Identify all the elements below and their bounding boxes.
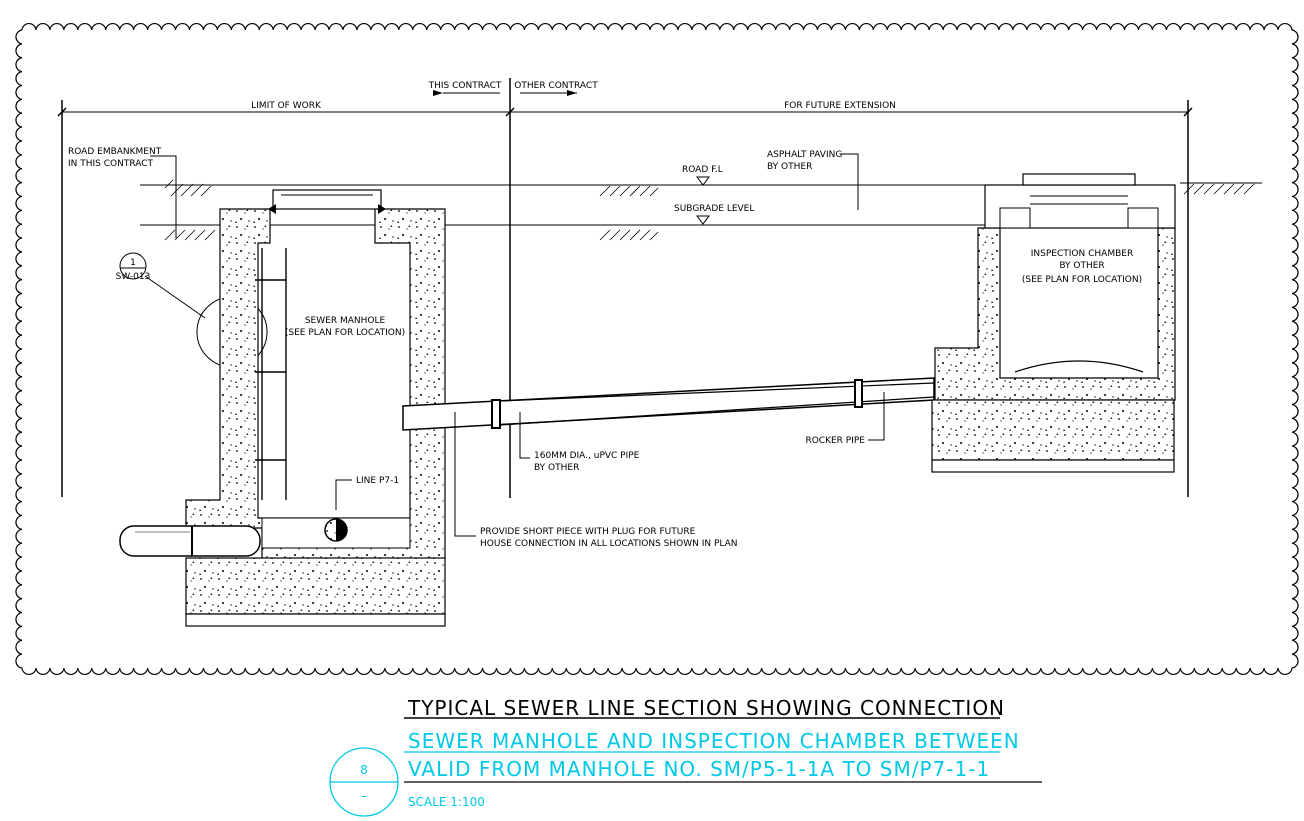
drawing-subtitle-2: VALID FROM MANHOLE NO. SM/P5-1-1A TO SM/… bbox=[408, 757, 990, 781]
connecting-pipe: 160MM DIA., uPVC PIPE BY OTHER ROCKER PI… bbox=[402, 377, 935, 549]
ground-levels: ROAD F.L SUBGRADE LEVEL ROAD EMBANKMENT … bbox=[68, 147, 1262, 241]
chamber-label-2: BY OTHER bbox=[1059, 261, 1104, 271]
detail-sheet: SW-013 bbox=[116, 272, 151, 282]
asphalt-label-2: BY OTHER bbox=[767, 162, 812, 172]
incoming-pipe bbox=[119, 525, 261, 557]
subgrade-level-label: SUBGRADE LEVEL bbox=[674, 204, 754, 214]
pipe-label-2: BY OTHER bbox=[534, 463, 579, 473]
road-embankment-label-2: IN THIS CONTRACT bbox=[68, 159, 154, 169]
scale-label: SCALE 1:100 bbox=[408, 795, 485, 809]
drawing-subtitle-1: SEWER MANHOLE AND INSPECTION CHAMBER BET… bbox=[408, 729, 1020, 753]
manhole-label-2: (SEE PLAN FOR LOCATION) bbox=[285, 328, 405, 338]
manhole-label-1: SEWER MANHOLE bbox=[305, 316, 386, 326]
this-contract-label: THIS CONTRACT bbox=[428, 81, 502, 91]
provide-label-2: HOUSE CONNECTION IN ALL LOCATIONS SHOWN … bbox=[480, 539, 738, 549]
section-dash: – bbox=[361, 789, 367, 803]
future-extension-label: FOR FUTURE EXTENSION bbox=[784, 101, 896, 111]
title-block: TYPICAL SEWER LINE SECTION SHOWING CONNE… bbox=[329, 696, 1042, 817]
chamber-label-1: INSPECTION CHAMBER bbox=[1031, 249, 1133, 259]
line-label: LINE P7-1 bbox=[356, 476, 399, 486]
road-fl-label: ROAD F.L bbox=[682, 165, 723, 175]
chamber-label-3: (SEE PLAN FOR LOCATION) bbox=[1022, 275, 1142, 285]
pipe-label-1: 160MM DIA., uPVC PIPE bbox=[534, 451, 640, 461]
limit-of-work-label: LIMIT OF WORK bbox=[251, 101, 322, 111]
asphalt-label-1: ASPHALT PAVING bbox=[767, 150, 842, 160]
drawing-title: TYPICAL SEWER LINE SECTION SHOWING CONNE… bbox=[407, 696, 1005, 720]
section-number: 8 bbox=[360, 763, 368, 777]
dimension-lines: LIMIT OF WORK FOR FUTURE EXTENSION bbox=[57, 100, 1193, 497]
rocker-pipe-label: ROCKER PIPE bbox=[805, 436, 865, 446]
sewer-manhole: SEWER MANHOLE (SEE PLAN FOR LOCATION) LI… bbox=[185, 189, 446, 627]
detail-number: 1 bbox=[130, 258, 136, 268]
road-embankment-label-1: ROAD EMBANKMENT bbox=[68, 147, 162, 157]
provide-label-1: PROVIDE SHORT PIECE WITH PLUG FOR FUTURE bbox=[480, 527, 696, 537]
inspection-chamber: INSPECTION CHAMBER BY OTHER (SEE PLAN FO… bbox=[931, 173, 1176, 473]
other-contract-label: OTHER CONTRACT bbox=[514, 81, 598, 91]
contract-arrows: THIS CONTRACT OTHER CONTRACT bbox=[428, 78, 598, 498]
revision-cloud-border bbox=[15, 22, 1299, 676]
